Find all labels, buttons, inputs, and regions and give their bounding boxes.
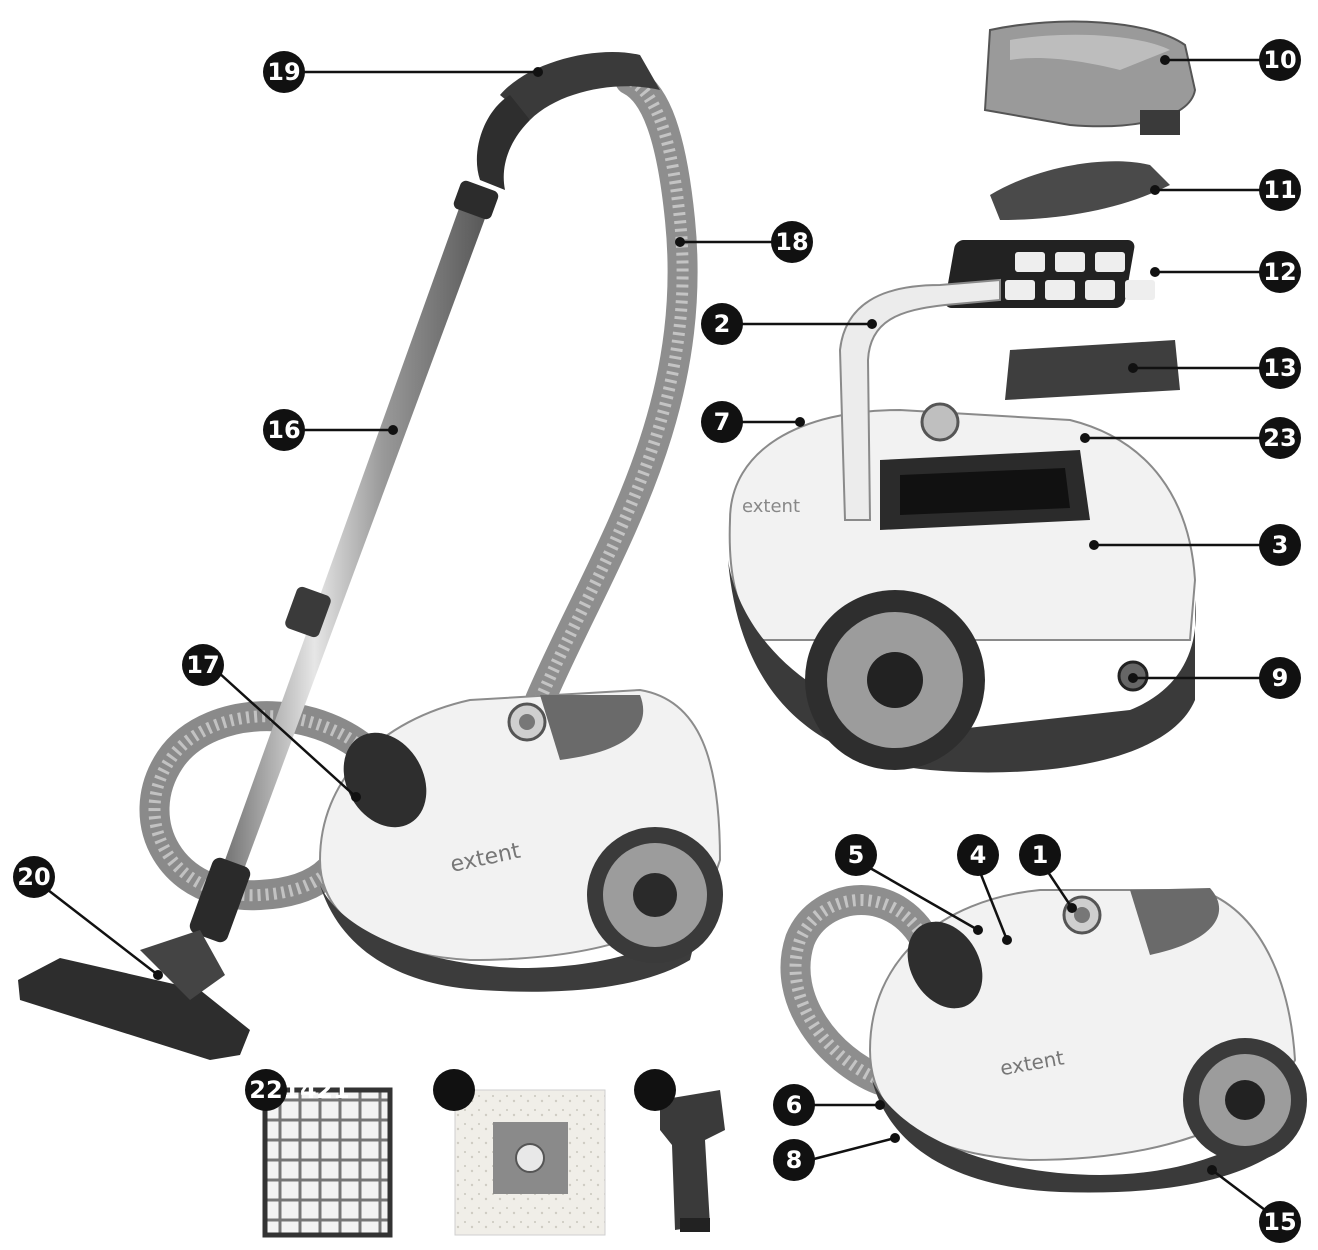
callout-22: 22: [245, 1069, 287, 1111]
callout-10: 10: [1259, 39, 1301, 81]
svg-text:5: 5: [848, 841, 865, 869]
svg-text:20: 20: [17, 863, 50, 891]
svg-text:23: 23: [1263, 424, 1296, 452]
callout-12: 12: [1259, 251, 1301, 293]
svg-text:8: 8: [786, 1146, 803, 1174]
svg-text:3: 3: [1272, 531, 1289, 559]
accessories-illustration: [265, 1090, 725, 1235]
handle-grip: [500, 52, 660, 120]
callout-20: 20: [13, 856, 55, 898]
svg-text:14: 14: [283, 1076, 316, 1104]
callout-9: 9: [1259, 657, 1301, 699]
foam-filter-top: [990, 161, 1170, 220]
svg-text:2: 2: [714, 310, 731, 338]
svg-text:19: 19: [267, 58, 300, 86]
callout-23: 23: [1259, 417, 1301, 459]
svg-text:4: 4: [970, 841, 987, 869]
svg-text:12: 12: [1263, 258, 1296, 286]
callout-16: 16: [263, 409, 305, 451]
svg-text:6: 6: [786, 1091, 803, 1119]
svg-text:10: 10: [1263, 46, 1296, 74]
callout-15: 15: [1259, 1201, 1301, 1243]
callout-3: 3: [1259, 524, 1301, 566]
callout-7: 7: [701, 401, 743, 443]
svg-text:7: 7: [714, 408, 731, 436]
crevice-brush: [660, 1090, 725, 1230]
svg-text:1: 1: [1032, 841, 1049, 869]
callout-2: 2: [701, 303, 743, 345]
svg-text:11: 11: [1263, 176, 1296, 204]
filter-stack-illustration: [944, 22, 1195, 400]
small-body-illustration: extent: [795, 888, 1307, 1193]
callout-4: 4: [957, 834, 999, 876]
svg-text:22: 22: [249, 1076, 282, 1104]
callout-1: 1: [1019, 834, 1061, 876]
callout-17: 17: [182, 644, 224, 686]
callout-6: 6: [773, 1084, 815, 1126]
spare-filter: [265, 1090, 390, 1235]
callout-13: 13: [1259, 347, 1301, 389]
callout-5: 5: [835, 834, 877, 876]
svg-text:17: 17: [186, 651, 219, 679]
svg-text:18: 18: [775, 228, 808, 256]
main-vacuum-illustration: extent: [18, 52, 723, 1060]
callout-8: 8: [773, 1139, 815, 1181]
svg-text:21: 21: [316, 1076, 349, 1104]
svg-text:9: 9: [1272, 664, 1289, 692]
hose-rising: [540, 80, 683, 700]
open-body-brand-logo: extent: [742, 496, 800, 517]
svg-text:13: 13: [1263, 354, 1296, 382]
svg-text:15: 15: [1263, 1208, 1296, 1236]
callout-18: 18: [771, 221, 813, 263]
svg-text:16: 16: [267, 416, 300, 444]
callout-11: 11: [1259, 169, 1301, 211]
callout-19: 19: [263, 51, 305, 93]
foam-filter-bottom: [1005, 340, 1180, 400]
